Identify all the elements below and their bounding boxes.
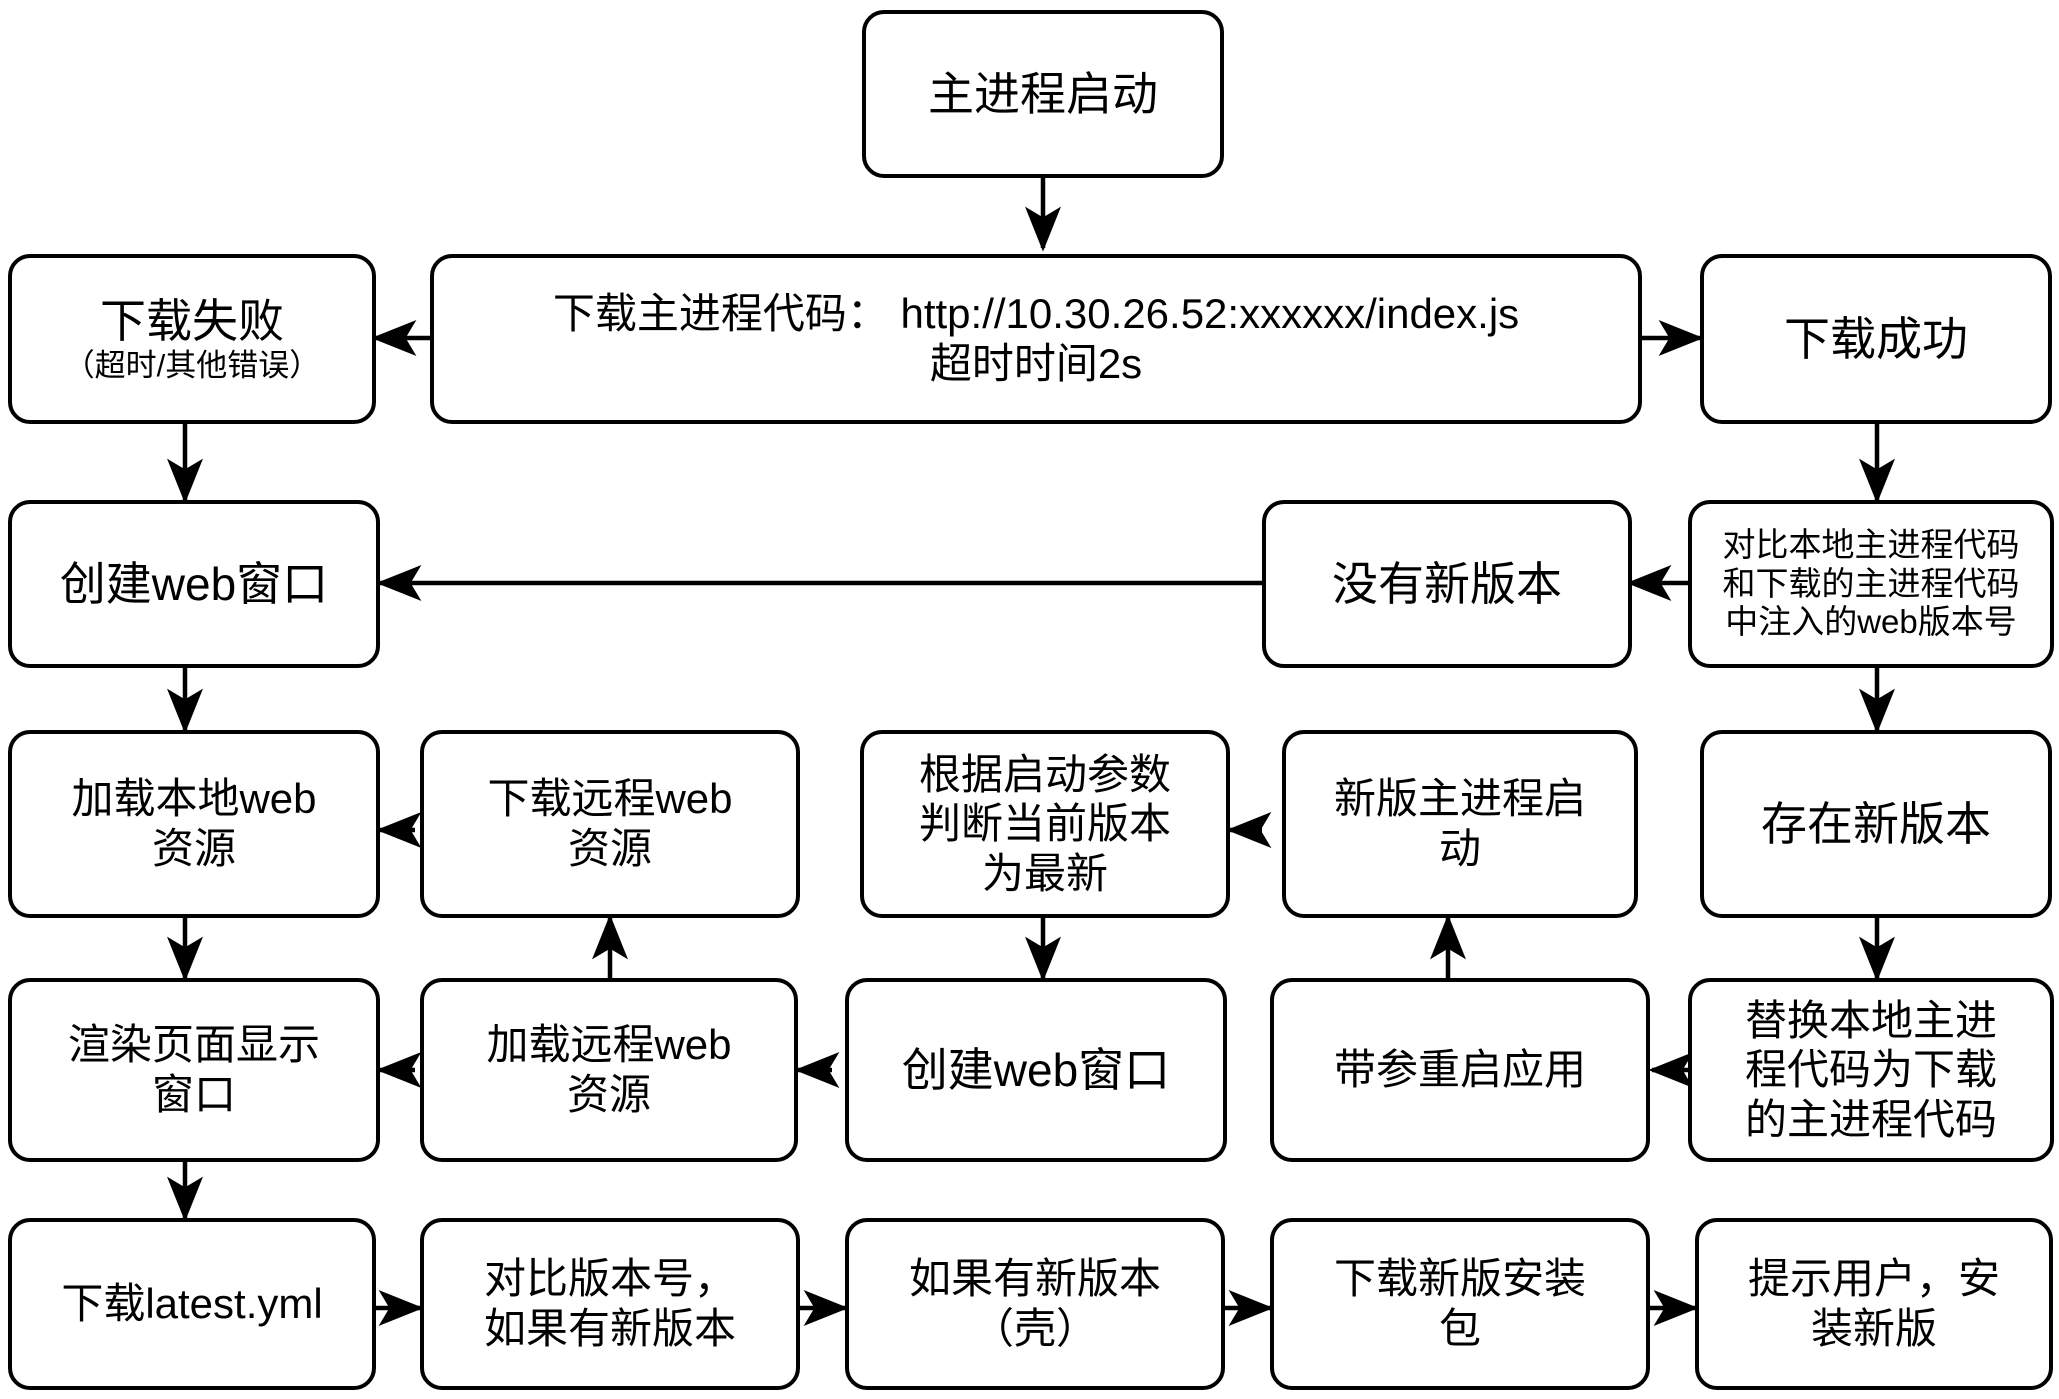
node-compare-web-version[interactable]: 对比本地主进程代码 和下载的主进程代码 中注入的web版本号 (1688, 500, 2054, 668)
node-label-line1: 对比版本号， (483, 1255, 736, 1303)
node-label-line1: 加载远程web (486, 1021, 732, 1069)
node-label-line2: 判断当前版本 (918, 800, 1171, 848)
node-label: 下载失败 (100, 294, 284, 347)
node-label: 创建web窗口 (59, 557, 329, 610)
node-label-line1: 替换本地主进 (1744, 996, 1997, 1044)
node-label-line1: 新版主进程启 (1333, 775, 1586, 823)
node-label-line1: 提示用户，安 (1747, 1255, 2000, 1303)
node-label-line1: 根据启动参数 (918, 750, 1171, 798)
node-label-line2: 装新版 (1810, 1305, 1937, 1352)
node-label-line2: 资源 (567, 825, 652, 872)
node-label-line2: 窗口 (151, 1071, 236, 1118)
node-label-line2: 包 (1438, 1305, 1481, 1352)
node-label: 没有新版本 (1332, 557, 1562, 610)
node-label-line2: 动 (1438, 825, 1481, 872)
node-download-failed[interactable]: 下载失败 （超时/其他错误） (8, 254, 376, 424)
node-restart-app-with-args[interactable]: 带参重启应用 (1270, 978, 1650, 1162)
node-render-page-window[interactable]: 渲染页面显示 窗口 (8, 978, 380, 1162)
node-label-line2: 如果有新版本 (483, 1305, 736, 1352)
node-label-line1: 下载主进程代码： http://10.30.26.52:xxxxxx/index… (552, 290, 1520, 338)
node-download-remote-web-resource[interactable]: 下载远程web 资源 (420, 730, 800, 918)
node-label-line2: 和下载的主进程代码 (1722, 564, 2020, 602)
node-label-line2: 资源 (151, 825, 236, 872)
node-sublabel: （超时/其他错误） (63, 347, 321, 383)
node-judge-current-version-latest[interactable]: 根据启动参数 判断当前版本 为最新 (860, 730, 1230, 918)
node-main-process-start[interactable]: 主进程启动 (862, 10, 1224, 178)
node-label: 带参重启应用 (1333, 1046, 1586, 1094)
node-has-new-version[interactable]: 存在新版本 (1700, 730, 2052, 918)
node-label-line2: 超时时间2s (929, 340, 1143, 387)
node-label-line3: 的主进程代码 (1744, 1095, 1997, 1143)
node-label-line1: 下载远程web (487, 775, 733, 823)
node-label: 创建web窗口 (901, 1043, 1171, 1096)
node-label: 存在新版本 (1761, 797, 1991, 850)
node-load-local-web-resource[interactable]: 加载本地web 资源 (8, 730, 380, 918)
node-replace-local-main-code[interactable]: 替换本地主进 程代码为下载 的主进程代码 (1688, 978, 2054, 1162)
node-new-main-process-start[interactable]: 新版主进程启 动 (1282, 730, 1638, 918)
node-if-has-new-shell-version[interactable]: 如果有新版本 （壳） (845, 1218, 1225, 1390)
node-label-line1: 渲染页面显示 (67, 1021, 320, 1069)
node-label: 下载成功 (1784, 312, 1968, 365)
node-create-web-window-2[interactable]: 创建web窗口 (845, 978, 1227, 1162)
node-label: 主进程启动 (928, 67, 1158, 120)
node-download-main-process-code[interactable]: 下载主进程代码： http://10.30.26.52:xxxxxx/index… (430, 254, 1642, 424)
node-label-line1: 加载本地web (71, 775, 317, 823)
node-label-line2: 程代码为下载 (1744, 1046, 1997, 1094)
node-label-line1: 对比本地主进程代码 (1722, 525, 2020, 563)
node-label-line2: （壳） (971, 1305, 1098, 1352)
node-prompt-user-install[interactable]: 提示用户，安 装新版 (1695, 1218, 2053, 1390)
node-no-new-version[interactable]: 没有新版本 (1262, 500, 1632, 668)
node-label: 下载latest.yml (61, 1280, 323, 1328)
node-label-line2: 资源 (566, 1071, 651, 1118)
node-create-web-window-1[interactable]: 创建web窗口 (8, 500, 380, 668)
node-label-line1: 如果有新版本 (908, 1255, 1161, 1303)
node-download-new-installer[interactable]: 下载新版安装 包 (1270, 1218, 1650, 1390)
node-label-line3: 中注入的web版本号 (1725, 603, 2017, 641)
node-download-success[interactable]: 下载成功 (1700, 254, 2052, 424)
node-label-line1: 下载新版安装 (1333, 1255, 1586, 1303)
node-label-line3: 为最新 (981, 849, 1108, 897)
node-load-remote-web-resource[interactable]: 加载远程web 资源 (420, 978, 798, 1162)
node-download-latest-yml[interactable]: 下载latest.yml (8, 1218, 376, 1390)
node-compare-version-number[interactable]: 对比版本号， 如果有新版本 (420, 1218, 800, 1390)
